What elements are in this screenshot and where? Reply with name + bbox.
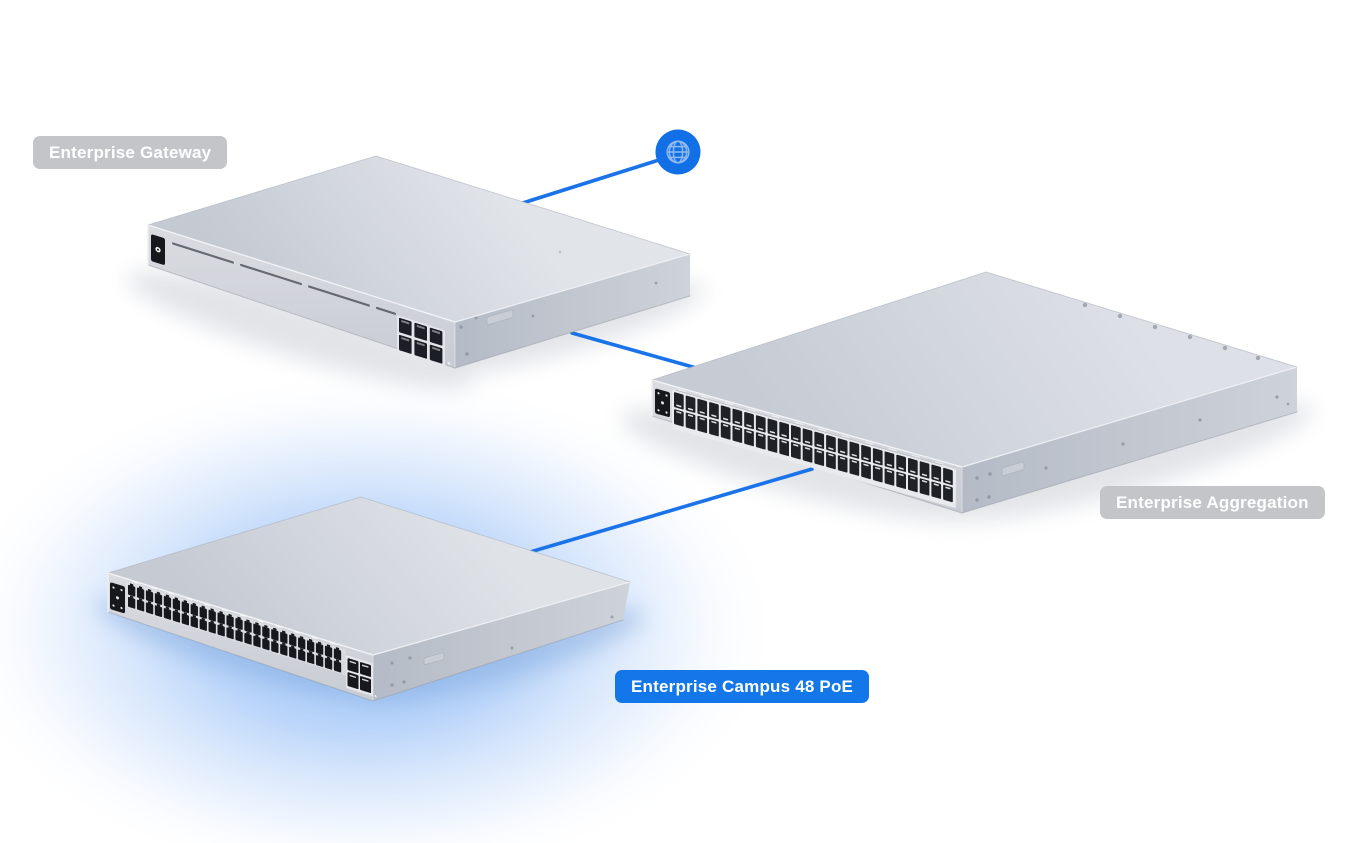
campus-sfp-ports bbox=[346, 655, 377, 698]
campus-top-face bbox=[108, 497, 630, 655]
gateway-ports bbox=[397, 315, 451, 368]
gateway-front-details bbox=[151, 234, 396, 315]
aggregation-back-edge-tabs bbox=[1082, 302, 1261, 361]
label-enterprise-gateway: Enterprise Gateway bbox=[33, 136, 228, 169]
aggregation-top-face bbox=[652, 272, 1297, 467]
campus-display bbox=[110, 582, 125, 614]
gateway-side-plate bbox=[486, 309, 514, 325]
aggregation-screws bbox=[975, 395, 1290, 502]
link-internet-gateway bbox=[508, 158, 661, 209]
gateway-edges bbox=[147, 155, 691, 369]
aggregation-edges bbox=[651, 271, 1298, 514]
gateway-screws bbox=[459, 250, 658, 356]
link-aggregation-campus bbox=[518, 467, 814, 557]
campus-side-plate bbox=[423, 652, 445, 665]
aggregation-side-plate bbox=[1001, 461, 1025, 476]
campus-edges bbox=[107, 496, 631, 702]
campus-right-face bbox=[373, 582, 630, 701]
label-enterprise-campus-48-poe: Enterprise Campus 48 PoE bbox=[615, 670, 870, 703]
campus-screws bbox=[390, 615, 614, 687]
device-enterprise-aggregation bbox=[651, 271, 1298, 514]
gateway-vent-slits bbox=[172, 242, 396, 315]
globe-icon bbox=[655, 129, 701, 175]
campus-rj45-ports bbox=[126, 580, 346, 676]
aggregation-sfp-ports bbox=[672, 388, 956, 508]
aggregation-right-face bbox=[962, 367, 1297, 513]
device-enterprise-campus-48-poe bbox=[107, 496, 631, 702]
gateway-top-face bbox=[148, 156, 690, 322]
gateway-right-face bbox=[455, 254, 690, 368]
link-gateway-aggregation bbox=[570, 331, 702, 371]
label-enterprise-aggregation: Enterprise Aggregation bbox=[1100, 486, 1325, 519]
device-enterprise-gateway bbox=[147, 155, 691, 369]
